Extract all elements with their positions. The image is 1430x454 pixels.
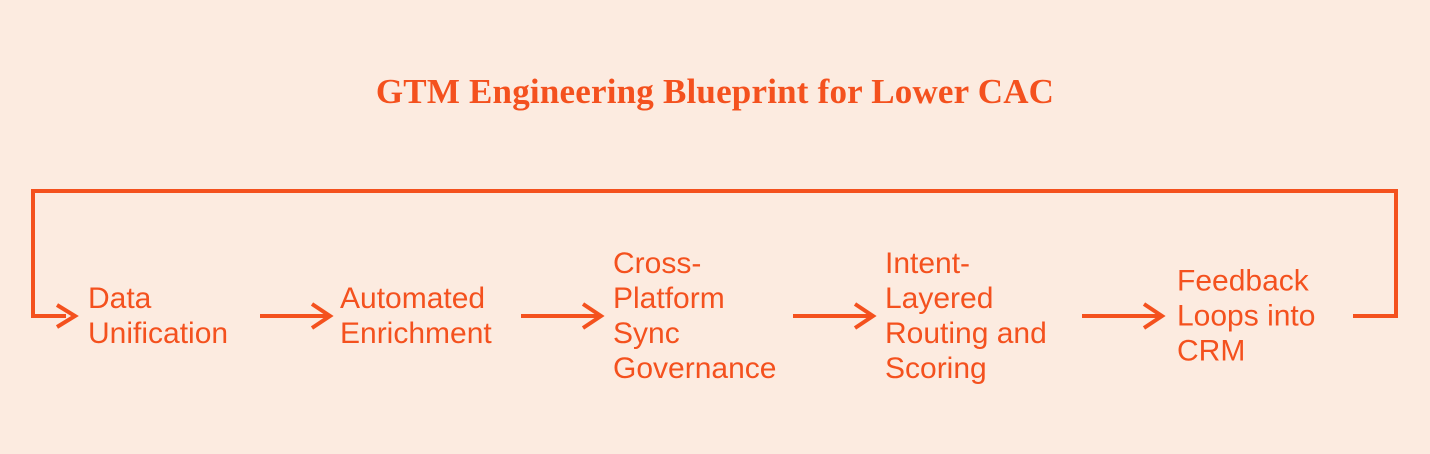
connector-arrow-4 [1082,302,1166,330]
loop-back-path [31,189,1398,329]
node-intent-layered-routing-and-scoring: Intent- Layered Routing and Scoring [885,247,1047,385]
node-data-unification: Data Unification [88,282,229,350]
page-title: GTM Engineering Blueprint for Lower CAC [375,72,1055,111]
node-automated-enrichment: Automated Enrichment [340,282,492,350]
node-cross-platform-sync-governance: Cross- Platform Sync Governance [613,247,777,385]
connector-arrow-1 [260,302,334,330]
connector-arrow-3 [793,302,877,330]
connector-arrow-2 [521,302,605,330]
node-feedback-loops-into-crm: Feedback Loops into CRM [1177,264,1316,368]
